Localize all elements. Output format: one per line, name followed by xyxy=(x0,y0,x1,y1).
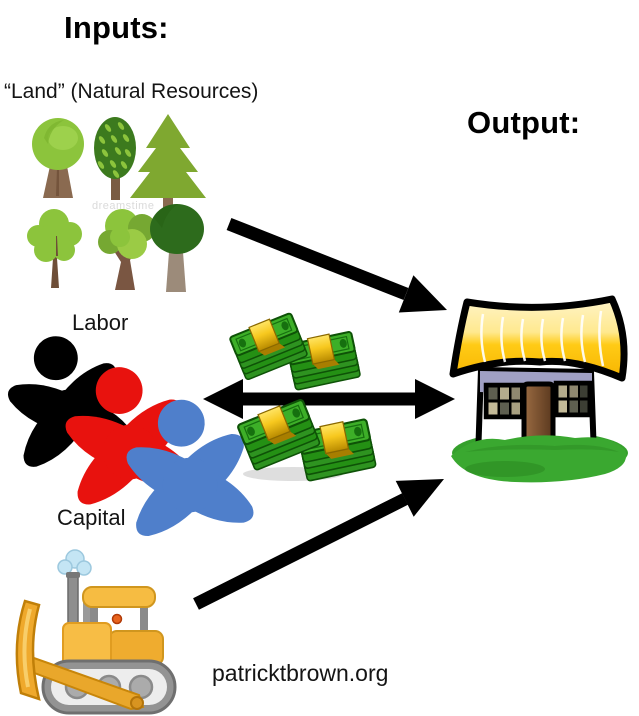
smoke-puff xyxy=(57,549,92,576)
roof xyxy=(449,295,628,382)
labor-label: Labor xyxy=(72,310,129,335)
arrow-land-to-output xyxy=(226,217,447,313)
capital-label: Capital xyxy=(57,505,126,530)
tree-oval-dark xyxy=(94,117,136,200)
arrow-capital-to-output xyxy=(193,479,444,610)
blade xyxy=(15,599,41,701)
land-label: “Land” (Natural Resources) xyxy=(4,80,259,103)
stock-watermark: dreamstime xyxy=(92,200,154,212)
inputs-heading: Inputs: xyxy=(64,10,169,45)
blade-arm xyxy=(27,655,145,711)
house-icon xyxy=(449,295,628,483)
trees-icon: dreamstime xyxy=(27,114,206,292)
arrow-money-two-way xyxy=(203,379,455,419)
tree-round-light xyxy=(32,118,84,198)
site-credit: patricktbrown.org xyxy=(212,660,389,686)
money-bundle-top xyxy=(227,309,362,392)
tree-multi-circle xyxy=(98,209,156,290)
money-bundle-bottom xyxy=(235,396,378,483)
grass-front xyxy=(451,435,627,483)
tree-pine xyxy=(130,114,206,209)
tree-round-dark xyxy=(150,204,204,292)
window-right xyxy=(553,380,593,418)
tree-bushy-branches xyxy=(27,209,82,288)
beacon-light xyxy=(111,613,123,625)
output-heading: Output: xyxy=(467,105,581,140)
window-left xyxy=(483,382,525,420)
money-stacks-icon xyxy=(227,309,378,483)
bulldozer-icon xyxy=(15,549,177,715)
